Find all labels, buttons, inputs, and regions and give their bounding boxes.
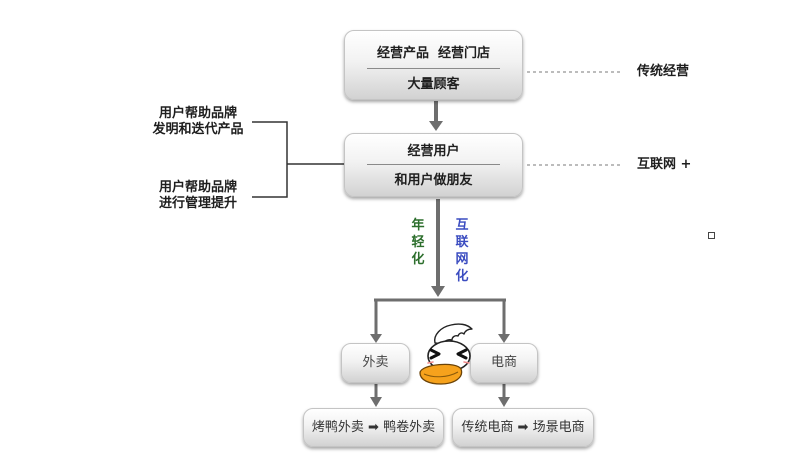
branch-label-delivery: 外卖	[362, 355, 389, 370]
user-role-note-line1: 用户帮助品牌	[158, 106, 237, 121]
arrow-traditional-to-internet-head	[429, 121, 443, 131]
duck-beak	[419, 363, 463, 385]
traditional-box-line2: 大量顾客	[407, 77, 460, 92]
result-box-delivery: 烤鸭外卖 ➡ 鸭卷外卖	[303, 408, 444, 447]
internet-business-box: 经营用户 和用户做朋友	[344, 133, 523, 197]
internet-box-line2: 和用户做朋友	[394, 173, 473, 188]
result-text-delivery: 烤鸭外卖 ➡ 鸭卷外卖	[311, 420, 436, 435]
branch-box-ecommerce: 电商	[470, 343, 538, 383]
result-box-ecommerce: 传统电商 ➡ 场景电商	[452, 408, 594, 447]
traditional-business-box: 经营产品 经营门店 大量顾客	[344, 30, 523, 100]
result-text-ecommerce: 传统电商 ➡ 场景电商	[461, 420, 585, 435]
user-role-note-line2: 进行管理提升	[158, 196, 237, 211]
box-divider	[367, 68, 500, 69]
duck-left-cheek	[427, 361, 434, 364]
internet-label: 互联网 +	[637, 157, 692, 172]
user-role-note: 用户帮助品牌 发明和迭代产品	[138, 106, 258, 138]
internet-box-line1: 经营用户	[407, 144, 460, 159]
youth-transformation-label: 年轻化	[411, 218, 425, 267]
duck-right-cheek	[463, 361, 470, 364]
internet-transformation-label: 互联网化	[455, 218, 469, 284]
branch-box-delivery: 外卖	[341, 343, 410, 383]
traditional-box-line1: 经营产品 经营门店	[376, 46, 491, 61]
duck-crest	[434, 323, 473, 345]
branch-label-ecommerce: 电商	[490, 355, 517, 370]
branch-arrowhead-delivery	[370, 334, 382, 343]
notes-bracket	[252, 121, 288, 198]
box-divider	[367, 164, 500, 165]
result-arrowhead-delivery	[370, 397, 382, 407]
duck-mascot-icon	[419, 323, 473, 385]
duck-left-eye	[429, 348, 441, 360]
user-role-note-line1: 用户帮助品牌	[158, 180, 237, 195]
handle-square	[708, 232, 715, 239]
branch-arrowhead-ecommerce	[498, 334, 510, 343]
user-role-note-line2: 发明和迭代产品	[152, 122, 244, 137]
user-role-note: 用户帮助品牌 进行管理提升	[138, 180, 258, 212]
result-arrowhead-ecommerce	[498, 397, 510, 407]
duck-mouth	[423, 371, 459, 378]
arrow-internet-to-split-head	[431, 286, 445, 297]
traditional-label: 传统经营	[637, 64, 690, 79]
duck-right-eye	[456, 348, 468, 360]
